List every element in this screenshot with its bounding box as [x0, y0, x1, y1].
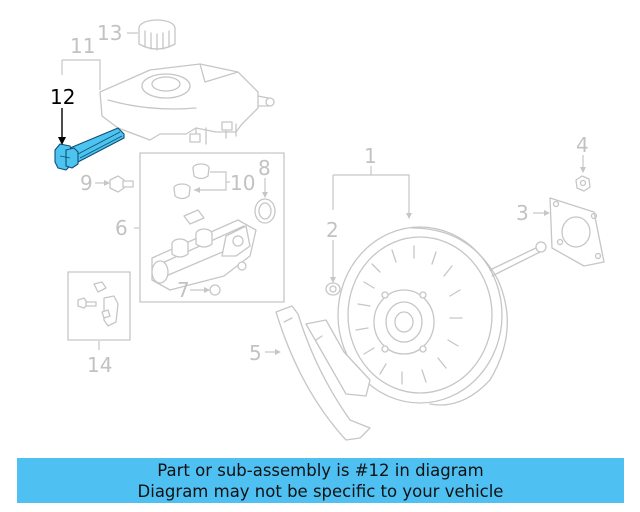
callout-2: 2	[326, 218, 339, 242]
part-14-sensor-kit[interactable]	[67, 271, 131, 341]
callout-10: 10	[230, 171, 255, 195]
part-5-heat-shield[interactable]	[275, 305, 371, 441]
part-12-level-sensor[interactable]	[54, 127, 125, 171]
part-10-seal[interactable]	[173, 163, 210, 200]
part-8-o-ring[interactable]	[254, 198, 276, 224]
part-4-nut[interactable]	[575, 175, 591, 192]
info-banner: Part or sub-assembly is #12 in diagram D…	[17, 458, 624, 503]
part-9-bolt[interactable]	[109, 175, 134, 193]
banner-line-2: Diagram may not be specific to your vehi…	[137, 482, 504, 501]
callout-4: 4	[576, 133, 589, 157]
callout-7: 7	[177, 278, 190, 302]
callout-9: 9	[80, 171, 93, 195]
callout-14: 14	[87, 353, 112, 377]
callout-8: 8	[258, 156, 271, 180]
callout-6: 6	[115, 216, 128, 240]
callout-13: 13	[97, 21, 122, 45]
part-11-fluid-reservoir[interactable]	[99, 63, 275, 145]
callout-12: 12	[50, 85, 75, 109]
part-6-master-cylinder-assembly[interactable]	[139, 152, 285, 303]
part-3-gasket[interactable]	[549, 197, 605, 267]
callout-1: 1	[364, 144, 377, 168]
callout-5: 5	[249, 341, 262, 365]
callout-11: 11	[70, 34, 95, 58]
part-7-plug[interactable]	[209, 284, 221, 296]
part-1-brake-booster[interactable]	[337, 226, 547, 406]
banner-line-1: Part or sub-assembly is #12 in diagram	[157, 461, 484, 480]
part-2-bushing[interactable]	[325, 282, 341, 296]
exploded-parts-diagram: 13 11 12 9	[50, 19, 605, 441]
callout-3: 3	[516, 201, 529, 225]
part-13-reservoir-cap[interactable]	[138, 19, 176, 51]
